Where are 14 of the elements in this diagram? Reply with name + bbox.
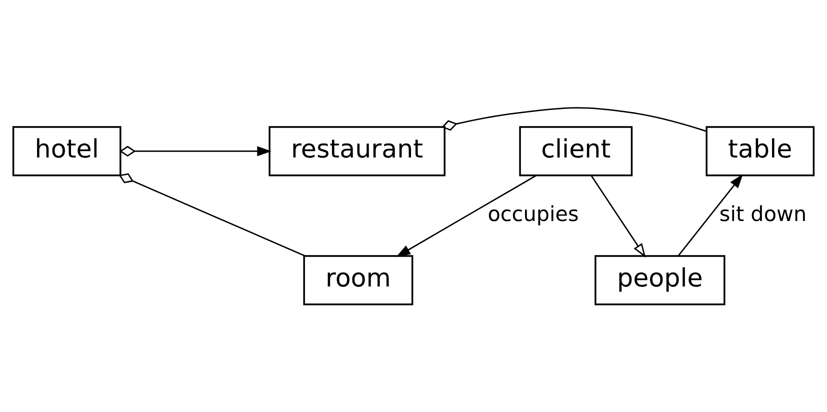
connector [118, 173, 306, 257]
arrow [119, 146, 272, 157]
node-box: room [303, 255, 414, 306]
connector [441, 107, 707, 132]
node-box: restaurant [268, 126, 446, 176]
node-box: client [519, 126, 633, 176]
node-box: hotel [12, 126, 122, 176]
arrow [396, 175, 536, 258]
node-box: people [594, 255, 726, 306]
edge-label: sit down [719, 202, 807, 226]
node-box: table [706, 126, 815, 176]
arrow [590, 175, 646, 258]
arrow [678, 174, 744, 256]
edge-label: occupies [488, 202, 579, 226]
